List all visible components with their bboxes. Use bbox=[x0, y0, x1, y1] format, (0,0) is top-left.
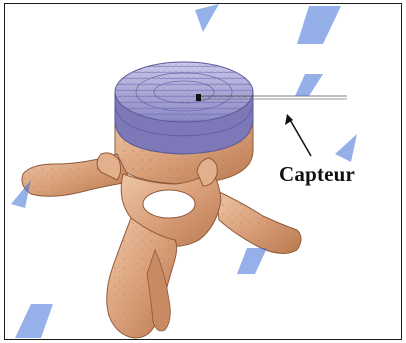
right-transverse-process bbox=[215, 190, 301, 254]
sensor-label: Capteur bbox=[279, 162, 355, 187]
intervertebral-disc bbox=[115, 62, 253, 154]
sensor-arrow bbox=[285, 114, 311, 156]
figure-frame: Capteur bbox=[4, 3, 402, 340]
